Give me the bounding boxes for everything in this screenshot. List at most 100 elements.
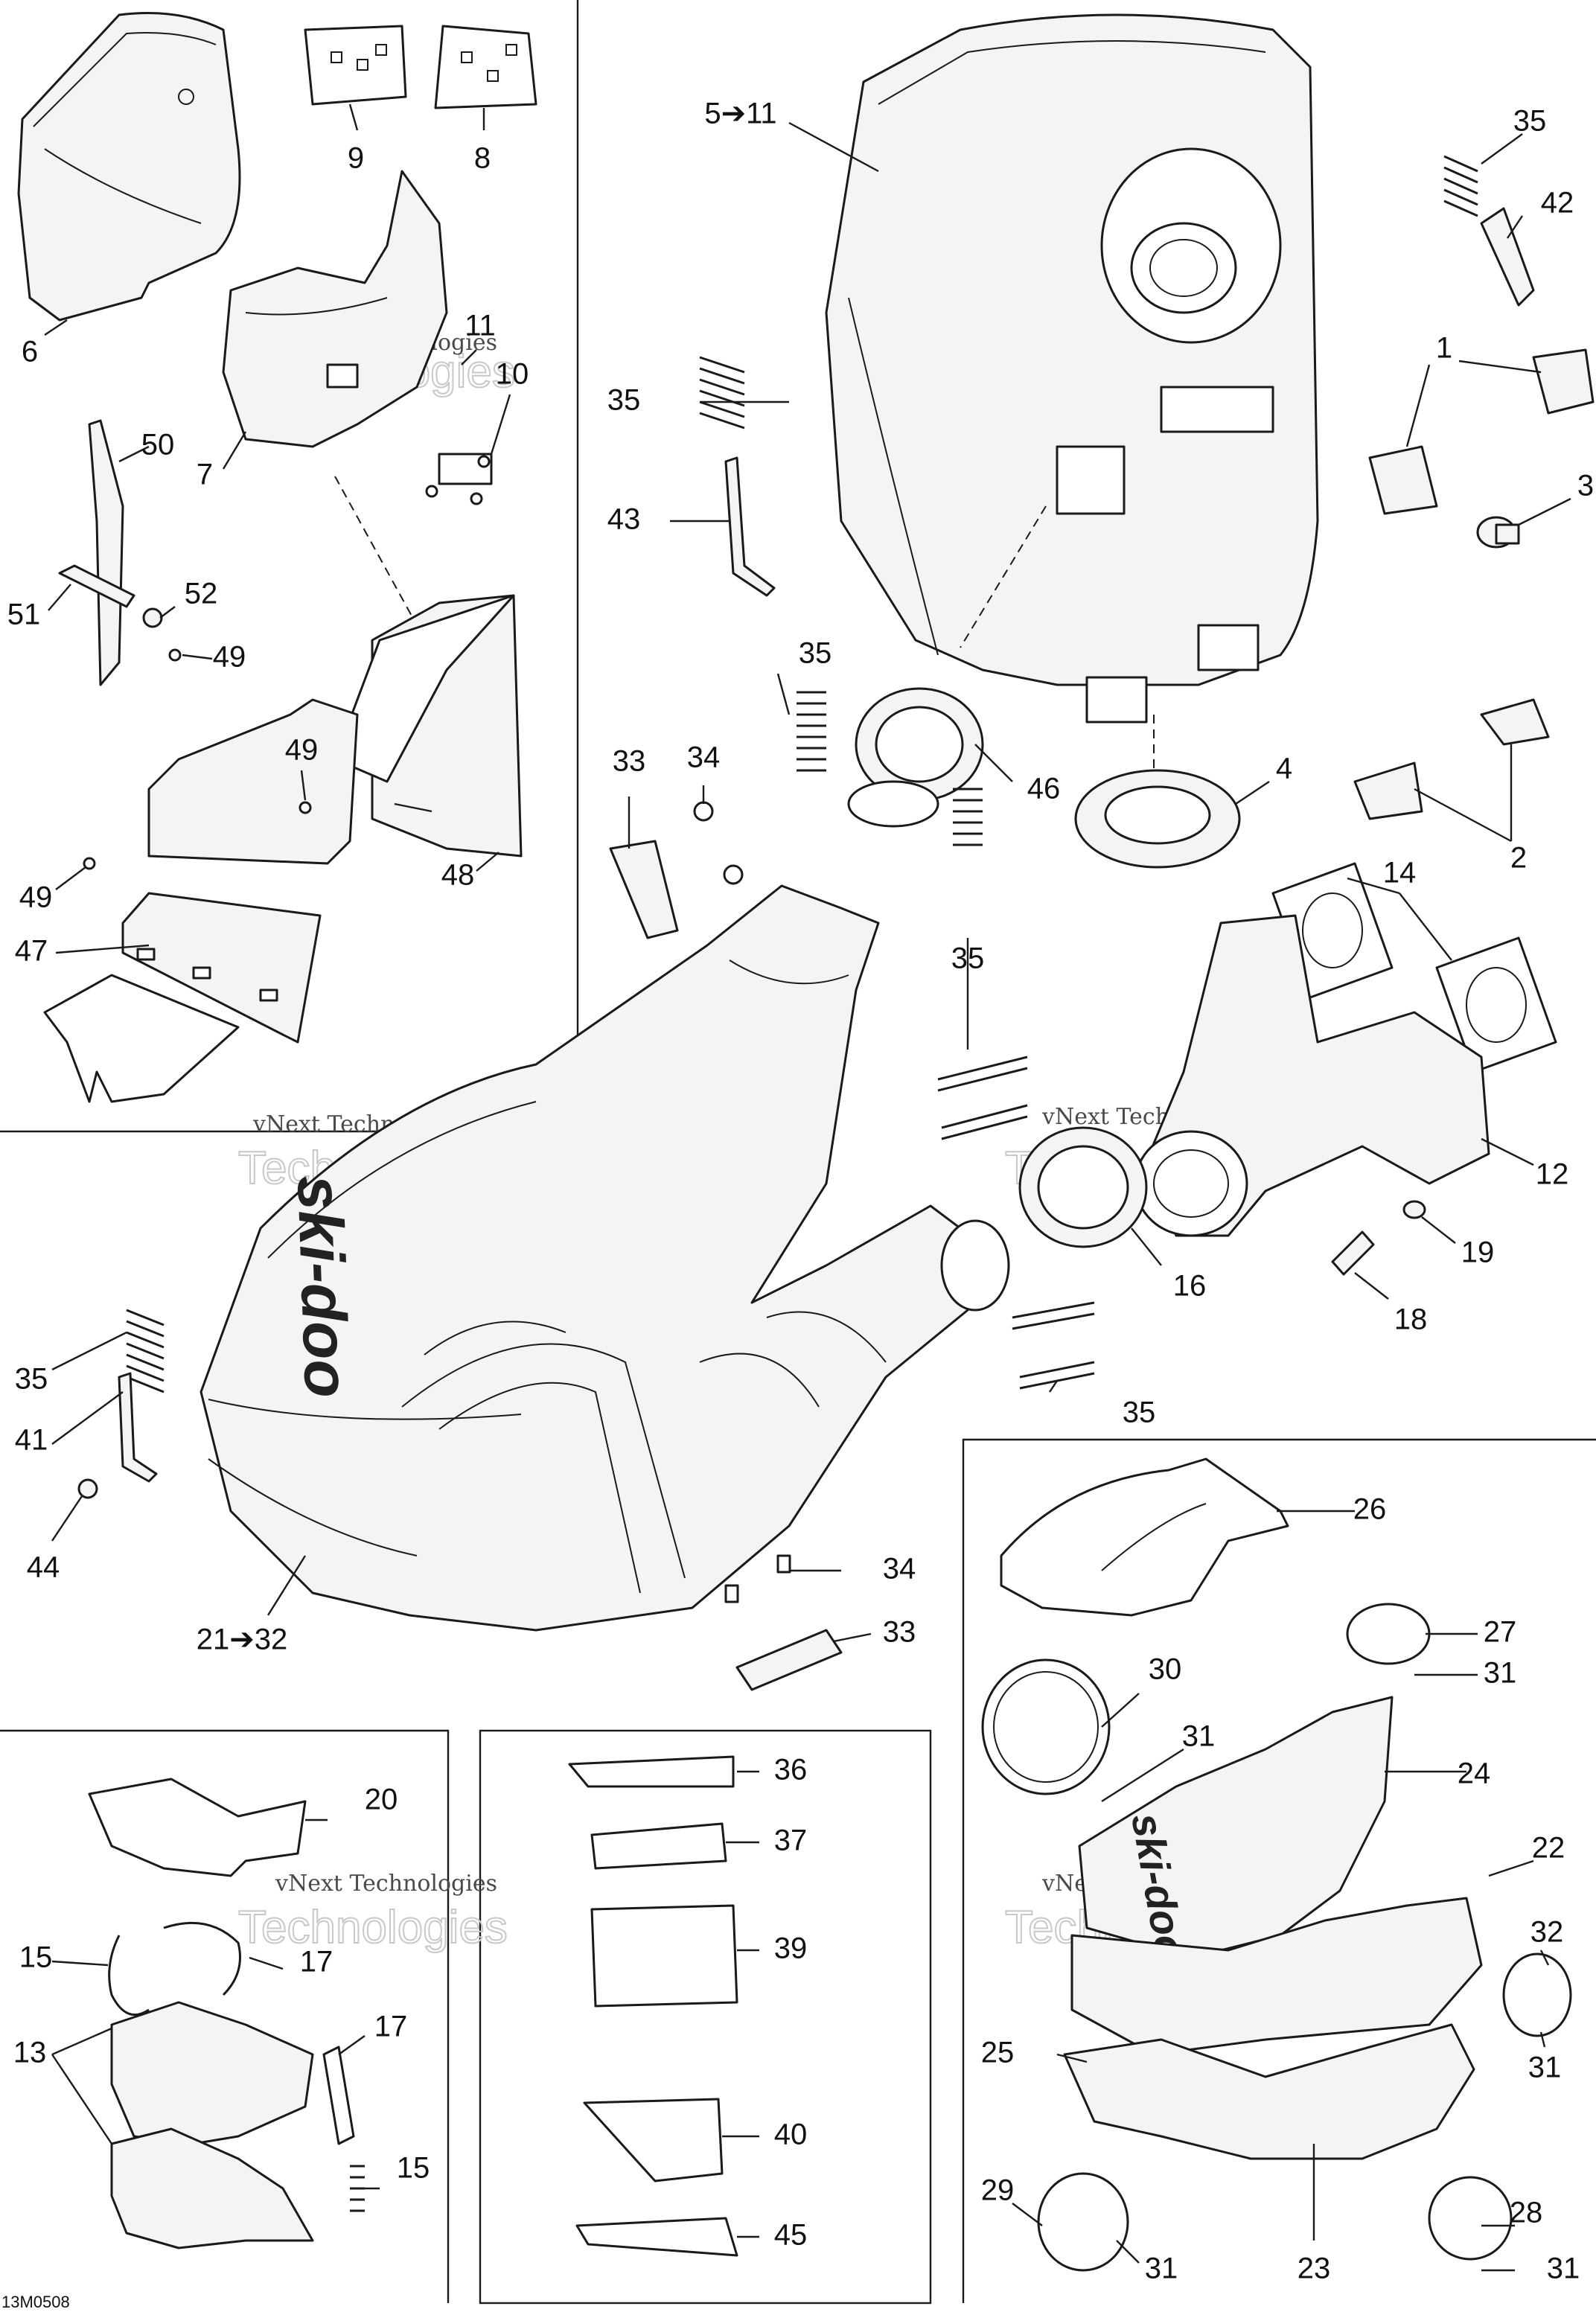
callout-15-upper: 15 <box>19 1941 53 1974</box>
part-7-heat-shield <box>222 170 493 485</box>
callout-42: 42 <box>1541 187 1574 220</box>
callout-labels: 1 2 3 4 5➔11 6 7 8 9 10 11 12 13 14 15 1… <box>7 98 1594 2285</box>
callout-40: 40 <box>774 2118 808 2151</box>
callout-14: 14 <box>1383 857 1417 890</box>
part-26-heat-pad <box>1000 1457 1289 1617</box>
callout-6: 6 <box>22 336 38 368</box>
part-4-grommet <box>1074 769 1241 869</box>
callout-33-upper: 33 <box>613 745 646 778</box>
part-44-bolt <box>77 1478 98 1499</box>
part-3-bumper <box>1476 516 1520 549</box>
part-50-bracket <box>88 419 124 686</box>
callout-41: 41 <box>15 1424 48 1457</box>
callout-2: 2 <box>1510 842 1527 875</box>
part-15-spring-clips-upper <box>108 1921 241 2016</box>
part-21-32-tuned-pipe <box>200 780 1010 1632</box>
callout-35-center-top: 35 <box>799 637 832 670</box>
leader-lines <box>44 103 1571 2272</box>
part-33-34-upper-bracket <box>609 801 744 939</box>
callout-27: 27 <box>1484 1616 1517 1649</box>
callout-49-upper: 49 <box>213 641 246 674</box>
part-2-rubber-blocks <box>1353 698 1550 820</box>
brand-decal-main: ski-doo <box>284 1174 362 1399</box>
callout-47: 47 <box>15 935 48 968</box>
callout-17-lower: 17 <box>374 2011 408 2043</box>
callout-21-32: 21➔32 <box>197 1623 288 1656</box>
part-27-clamp <box>1346 1603 1431 1665</box>
part-25-23-heat-shield <box>1063 2023 1475 2160</box>
callout-35-left: 35 <box>15 1363 48 1396</box>
callout-5-11: 5➔11 <box>704 98 776 130</box>
panel-insulation-border <box>479 1729 932 2305</box>
panel-silencer-breakdown-border <box>962 1438 1596 2303</box>
diagram-code: 13M0508 <box>1 2293 70 2311</box>
part-35-springs <box>126 155 1478 1393</box>
callout-12: 12 <box>1536 1158 1569 1191</box>
callout-16: 16 <box>1173 1270 1207 1303</box>
part-42-bracket <box>1480 207 1535 307</box>
callout-18: 18 <box>1394 1303 1428 1336</box>
part-33-34-lower-bracket <box>724 1554 843 1691</box>
part-36-pad <box>568 1755 735 1788</box>
callout-37: 37 <box>774 1824 808 1857</box>
panel-heat-wrap-border <box>0 1729 450 2303</box>
callout-4: 4 <box>1276 753 1292 785</box>
part-41-bracket <box>118 1372 158 1483</box>
insulation-pads <box>568 1755 738 2257</box>
callout-25: 25 <box>981 2037 1015 2069</box>
part-48-panel <box>333 594 523 858</box>
brand-logo-main: ski-doo <box>284 1174 362 1399</box>
callout-43: 43 <box>607 503 641 536</box>
watermark-small: vNext Technologies <box>275 1871 497 1897</box>
callout-29: 29 <box>981 2174 1015 2207</box>
callout-31-a: 31 <box>1484 1657 1517 1690</box>
watermark-large: Technologies <box>238 1902 508 1953</box>
callout-31-d: 31 <box>1145 2252 1178 2285</box>
part-1-rubber-blocks <box>1368 348 1595 515</box>
callout-13: 13 <box>13 2037 47 2069</box>
callout-46: 46 <box>1027 773 1061 805</box>
part-45-pad <box>575 2217 738 2257</box>
callout-31-e: 31 <box>1547 2252 1580 2285</box>
part-43-bracket <box>724 456 776 597</box>
callout-34-lower: 34 <box>883 1553 916 1585</box>
part-40-pad <box>583 2098 724 2182</box>
callout-23: 23 <box>1297 2252 1331 2285</box>
callout-20: 20 <box>365 1784 398 1816</box>
part-37-pad <box>590 1822 727 1870</box>
part-46-seal-ring <box>855 687 984 802</box>
callout-50: 50 <box>141 429 175 462</box>
part-22-pipe-section <box>1070 1897 1483 2056</box>
callout-35-left-silencer: 35 <box>607 384 641 417</box>
callout-33-lower: 33 <box>883 1616 916 1649</box>
callout-44: 44 <box>27 1551 60 1584</box>
part-9-gasket <box>304 25 407 106</box>
callout-35-lower-right: 35 <box>1123 1396 1156 1429</box>
part-8-gasket <box>434 25 537 109</box>
callout-9: 9 <box>348 142 364 175</box>
callout-49-left: 49 <box>19 881 53 914</box>
part-15-spring-lower <box>350 2165 365 2212</box>
callout-26: 26 <box>1353 1493 1387 1526</box>
part-18-bolt <box>1331 1230 1375 1276</box>
callout-17-upper: 17 <box>300 1946 333 1979</box>
part-5-11-silencer <box>825 13 1319 724</box>
callout-45: 45 <box>774 2219 808 2252</box>
callout-35-center: 35 <box>951 942 985 975</box>
part-6-heat-shield <box>17 12 241 322</box>
part-49-fasteners <box>83 648 312 870</box>
callout-32: 32 <box>1530 1916 1564 1949</box>
callout-8: 8 <box>474 142 491 175</box>
callout-28: 28 <box>1510 2197 1543 2229</box>
callout-31-b: 31 <box>1182 1720 1216 1753</box>
callout-35-top-right: 35 <box>1513 105 1547 138</box>
callout-24: 24 <box>1458 1757 1491 1790</box>
part-20-heat-wrap <box>88 1778 307 1877</box>
callout-7: 7 <box>197 459 213 491</box>
part-16-seal-ring <box>1018 1126 1148 1248</box>
callout-3: 3 <box>1577 470 1594 502</box>
callout-1: 1 <box>1436 332 1452 365</box>
part-19-washer <box>1402 1200 1426 1219</box>
